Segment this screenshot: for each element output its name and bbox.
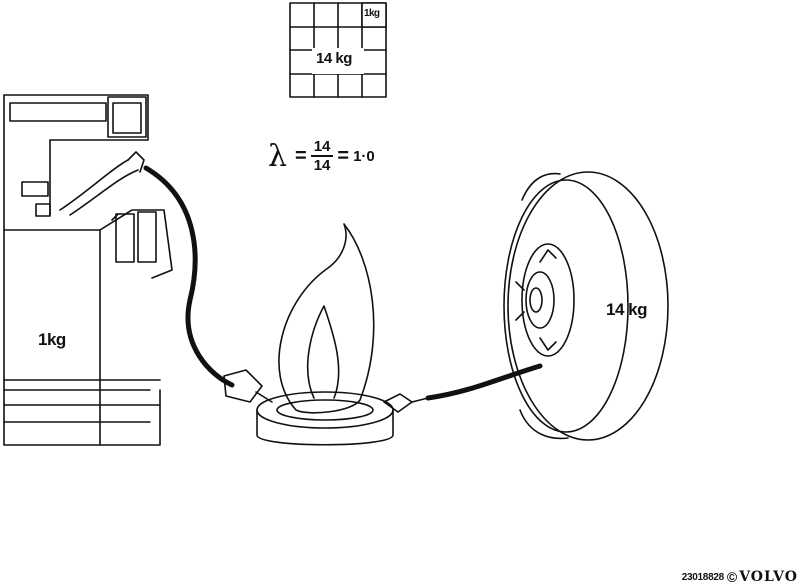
formula-fraction: 14 14	[310, 138, 334, 174]
air-hose	[425, 363, 543, 401]
figure-code: 23018828	[681, 571, 724, 583]
formula-equals-2: =	[337, 144, 350, 167]
flame-icon	[278, 223, 375, 414]
air-hose-connector	[383, 393, 429, 413]
copyright-symbol: ©	[726, 569, 738, 585]
formula-numerator: 14	[310, 138, 334, 157]
lambda-formula: λ = 14 14 = 1·0	[268, 134, 375, 178]
formula-denominator: 14	[313, 157, 331, 174]
lambda-symbol: λ	[268, 138, 288, 174]
burner-dish	[256, 391, 394, 446]
tyre	[503, 171, 669, 441]
formula-result: 1·0	[353, 147, 375, 165]
footer: 23018828 © VOLVO	[682, 569, 798, 585]
grid-mass-label: 14 kg	[316, 50, 352, 67]
fuel-pump	[3, 94, 173, 446]
pump-mass-label: 1kg	[38, 330, 66, 349]
mass-block-grid	[289, 2, 387, 98]
grid-small-label: 1kg	[364, 8, 380, 19]
brand-logo-text: VOLVO	[739, 569, 798, 585]
tyre-mass-label: 14 kg	[606, 300, 647, 319]
fuel-hose	[143, 165, 235, 388]
formula-equals: =	[295, 144, 307, 167]
